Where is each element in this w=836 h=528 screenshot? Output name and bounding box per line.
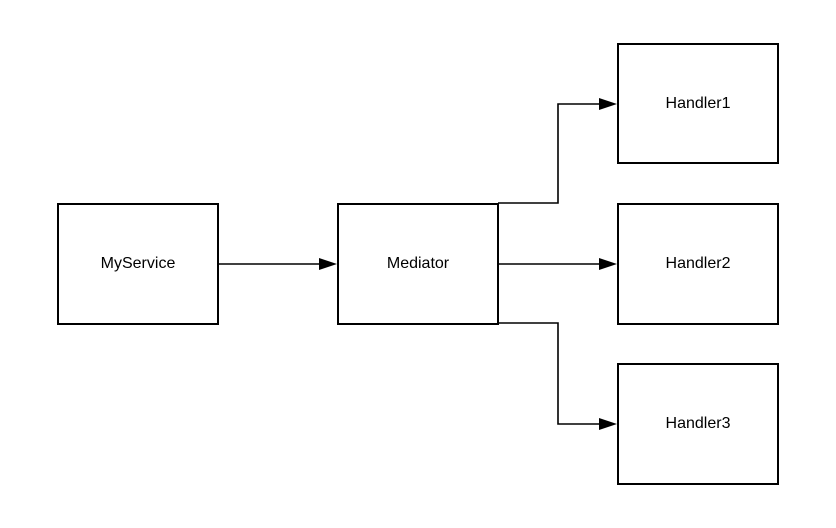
arrowhead <box>599 98 617 110</box>
node-handler2: Handler2 <box>617 203 779 325</box>
edge-myservice-to-mediator <box>218 258 337 270</box>
arrowhead <box>599 418 617 430</box>
node-label: Handler1 <box>666 95 731 112</box>
node-myservice: MyService <box>57 203 219 325</box>
node-handler3: Handler3 <box>617 363 779 485</box>
node-label: Handler3 <box>666 415 731 432</box>
node-label: MyService <box>101 255 176 272</box>
node-box <box>337 203 499 325</box>
node-box <box>617 363 779 485</box>
node-mediator: Mediator <box>337 203 499 325</box>
node-handler1: Handler1 <box>617 43 779 164</box>
edge-mediator-to-handler2 <box>498 258 617 270</box>
arrowhead <box>319 258 337 270</box>
connector-line <box>498 103 600 204</box>
node-box <box>617 43 779 164</box>
connector-line <box>498 322 600 425</box>
arrowhead <box>599 258 617 270</box>
node-box <box>617 203 779 325</box>
node-label: Mediator <box>387 255 450 272</box>
node-label: Handler2 <box>666 255 731 272</box>
edge-mediator-to-handler1 <box>498 98 617 204</box>
node-box <box>57 203 219 325</box>
edge-mediator-to-handler3 <box>498 322 617 430</box>
